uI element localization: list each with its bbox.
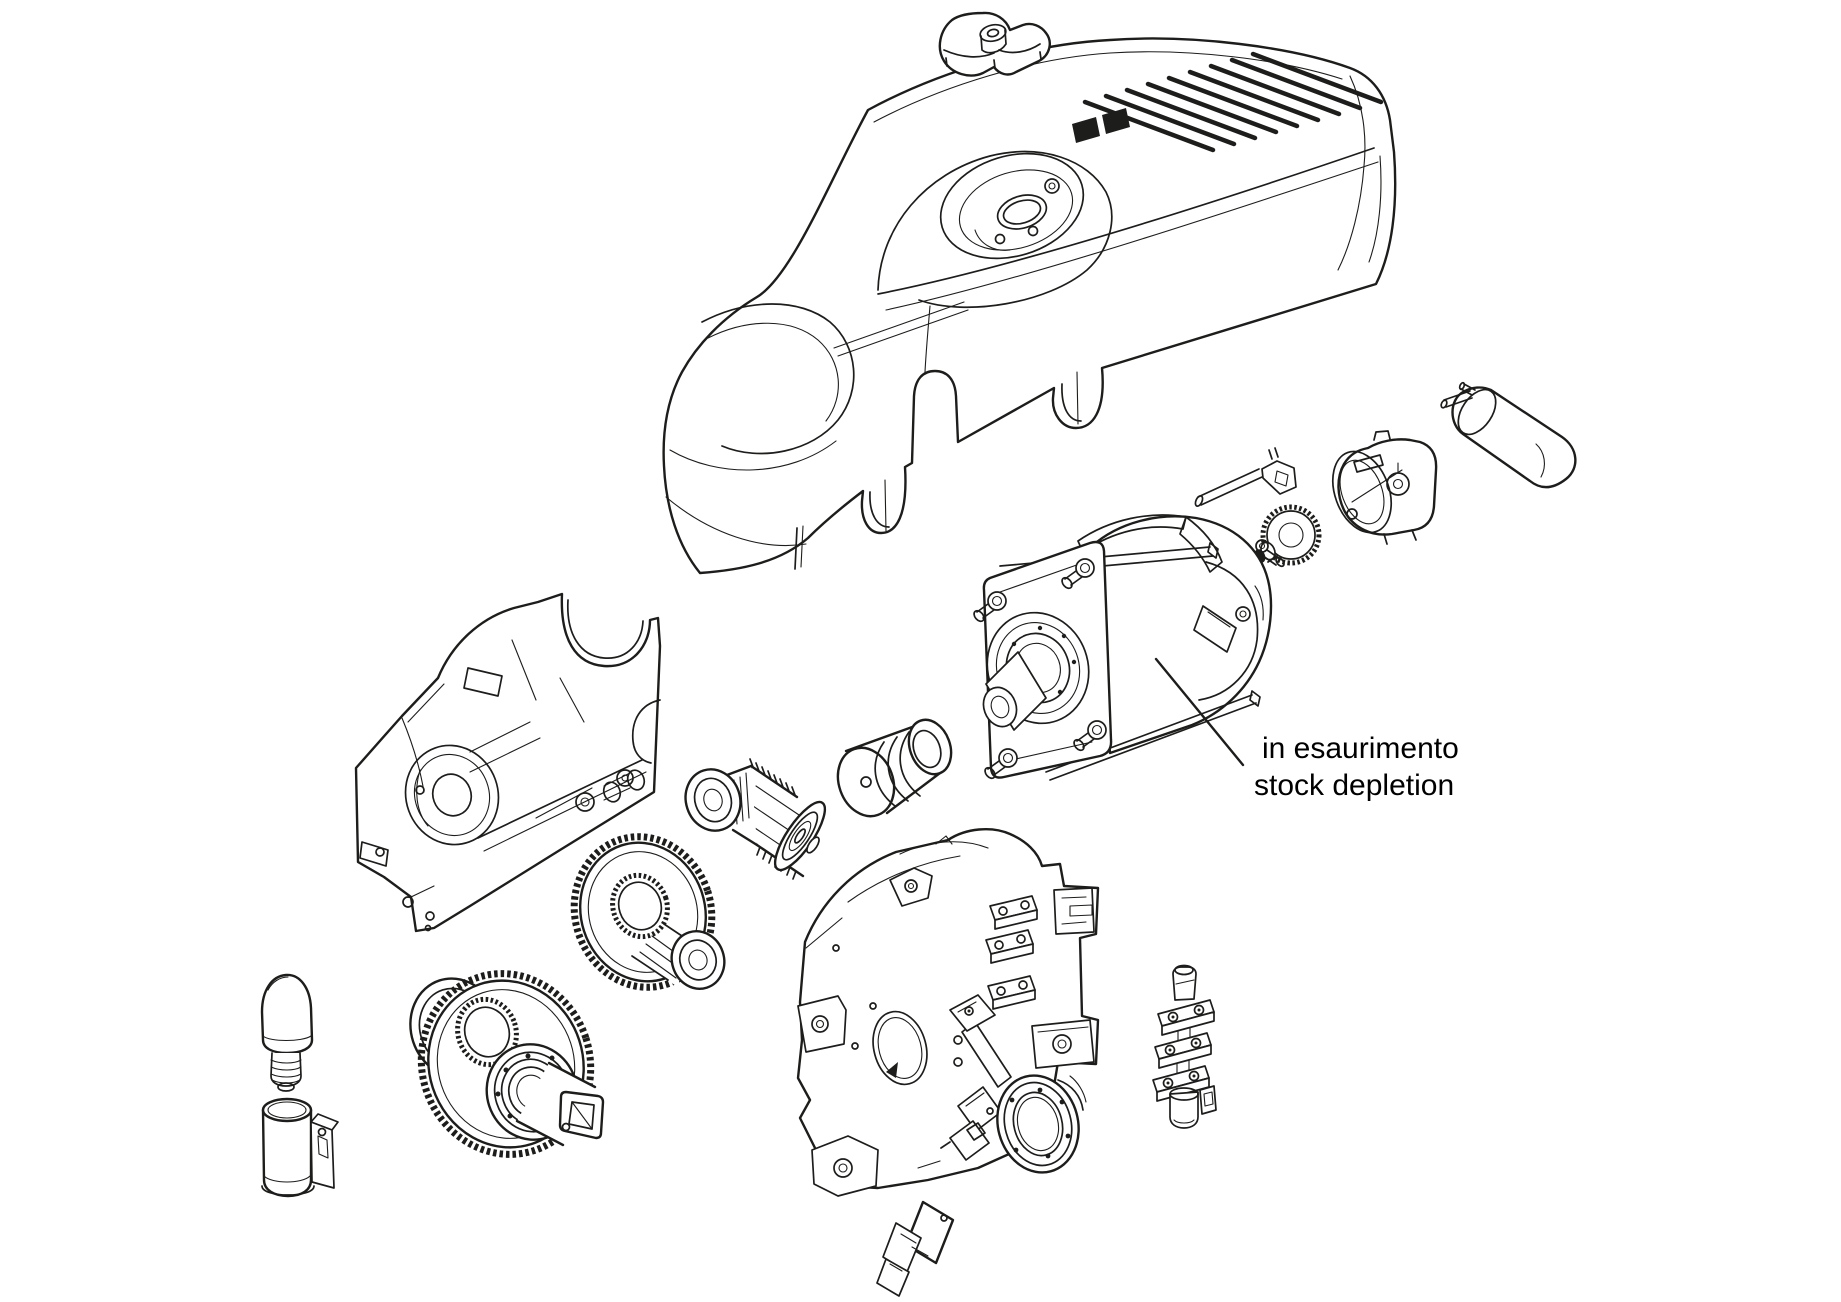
flange-bolts	[973, 558, 1107, 780]
primary-pinion-gear	[684, 758, 827, 880]
microswitch-assembly	[876, 1200, 955, 1297]
release-recess	[877, 150, 1113, 309]
annotation: in esaurimento stock depletion	[1154, 657, 1459, 802]
indicator-bulb	[260, 973, 314, 1092]
housing-cover	[662, 37, 1397, 575]
leader-line	[1154, 657, 1245, 767]
cover-hinge-tabs	[869, 371, 1082, 532]
motor-end-bell	[1331, 430, 1438, 545]
bearing-retainer-ring	[996, 1074, 1087, 1174]
gearbox-front-housing	[354, 592, 662, 933]
annotation-line-1: in esaurimento	[1262, 732, 1459, 765]
limit-switch-bracket	[940, 994, 1012, 1161]
cover-vent-slots	[1082, 51, 1384, 153]
clamp-blocks	[985, 895, 1038, 1010]
output-gear	[409, 970, 605, 1158]
motor-screw	[1255, 539, 1285, 568]
worm-coupling	[836, 718, 953, 818]
annotation-line-2: stock depletion	[1254, 769, 1454, 802]
motor-brush-lead	[1194, 447, 1297, 507]
motor-shaft-boss	[982, 611, 1090, 731]
electric-motor	[973, 514, 1285, 781]
release-wing-knob	[938, 11, 1051, 77]
capacitor	[1440, 381, 1577, 489]
limit-switch-cam-stack	[1152, 964, 1217, 1129]
capacitor-pins	[1440, 381, 1476, 409]
bulb-holder	[261, 1097, 339, 1198]
brand-logo	[1072, 108, 1130, 143]
